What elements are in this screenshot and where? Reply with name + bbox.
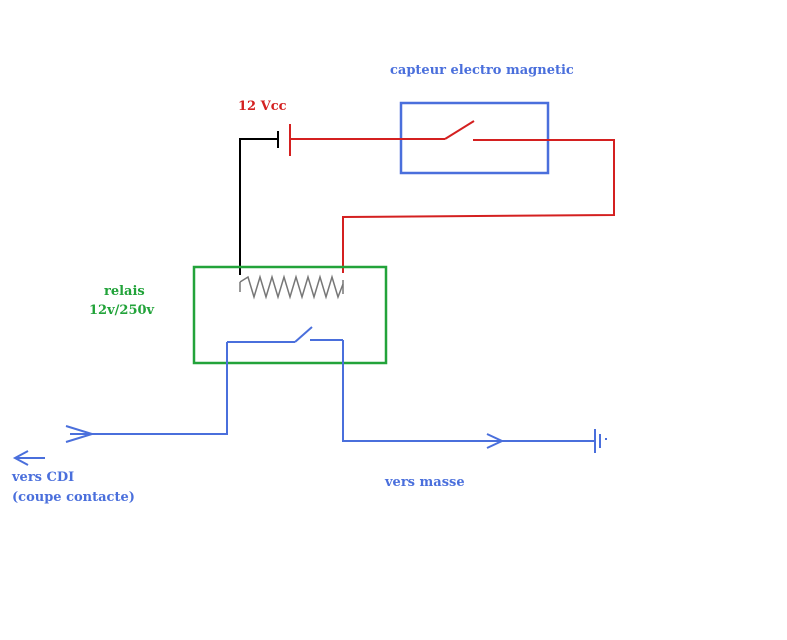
relay-box: [192, 265, 388, 365]
left-arrow-icon: [12, 450, 29, 466]
ground-arrow-head: [486, 433, 505, 449]
sensor-label: capteur electro magnetic: [390, 63, 574, 78]
ground-label: vers masse: [384, 475, 465, 490]
cdi-label-line1: vers CDI: [11, 470, 74, 485]
cdi-arrow-head: [65, 425, 96, 443]
ground-symbol: [594, 429, 607, 453]
black-wire: [239, 138, 278, 275]
relay-coil: [239, 274, 344, 300]
red-wire: [290, 138, 615, 273]
relay-name-label: relais: [104, 284, 145, 299]
cdi-label-line2: (coupe contacte): [12, 490, 135, 505]
supply-label: 12 Vcc: [238, 99, 287, 114]
sensor-switch: [401, 120, 548, 141]
relay-rating-label: 12v/250v: [89, 303, 155, 318]
battery-symbol: [277, 124, 291, 156]
relay-switch: [227, 326, 343, 343]
blue-wire: [15, 340, 595, 459]
